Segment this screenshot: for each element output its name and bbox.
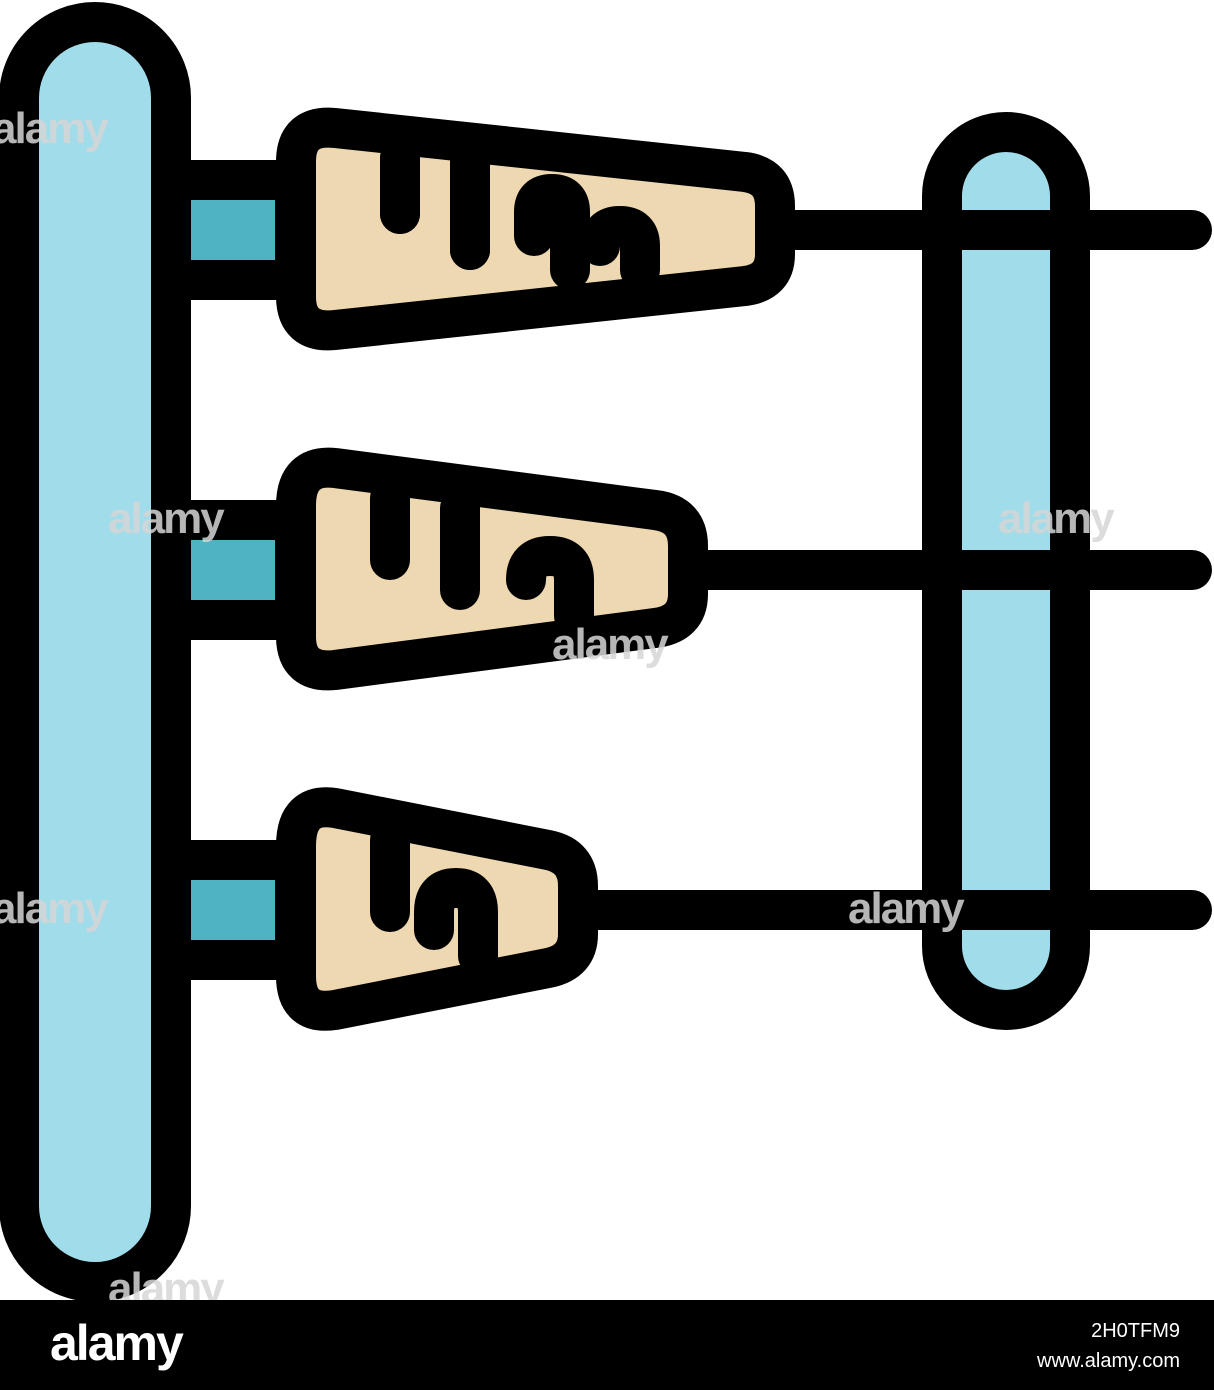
stock-footer: alamy 2H0TFM9 www.alamy.com [0,1300,1214,1390]
carrot-middle [276,447,708,691]
image-id: 2H0TFM9 [1091,1320,1180,1342]
carrot-top [276,107,795,351]
left-post [0,2,191,1302]
rods [560,210,1212,930]
icon-canvas: alamy alamy alamy alamy alamy alamy alam… [0,2,1212,1313]
footer-logo: alamy [50,1315,184,1371]
carrot-bottom [276,787,598,1031]
footer-url: www.alamy.com [1037,1350,1180,1372]
carrot-rack-illustration [0,2,1212,1302]
